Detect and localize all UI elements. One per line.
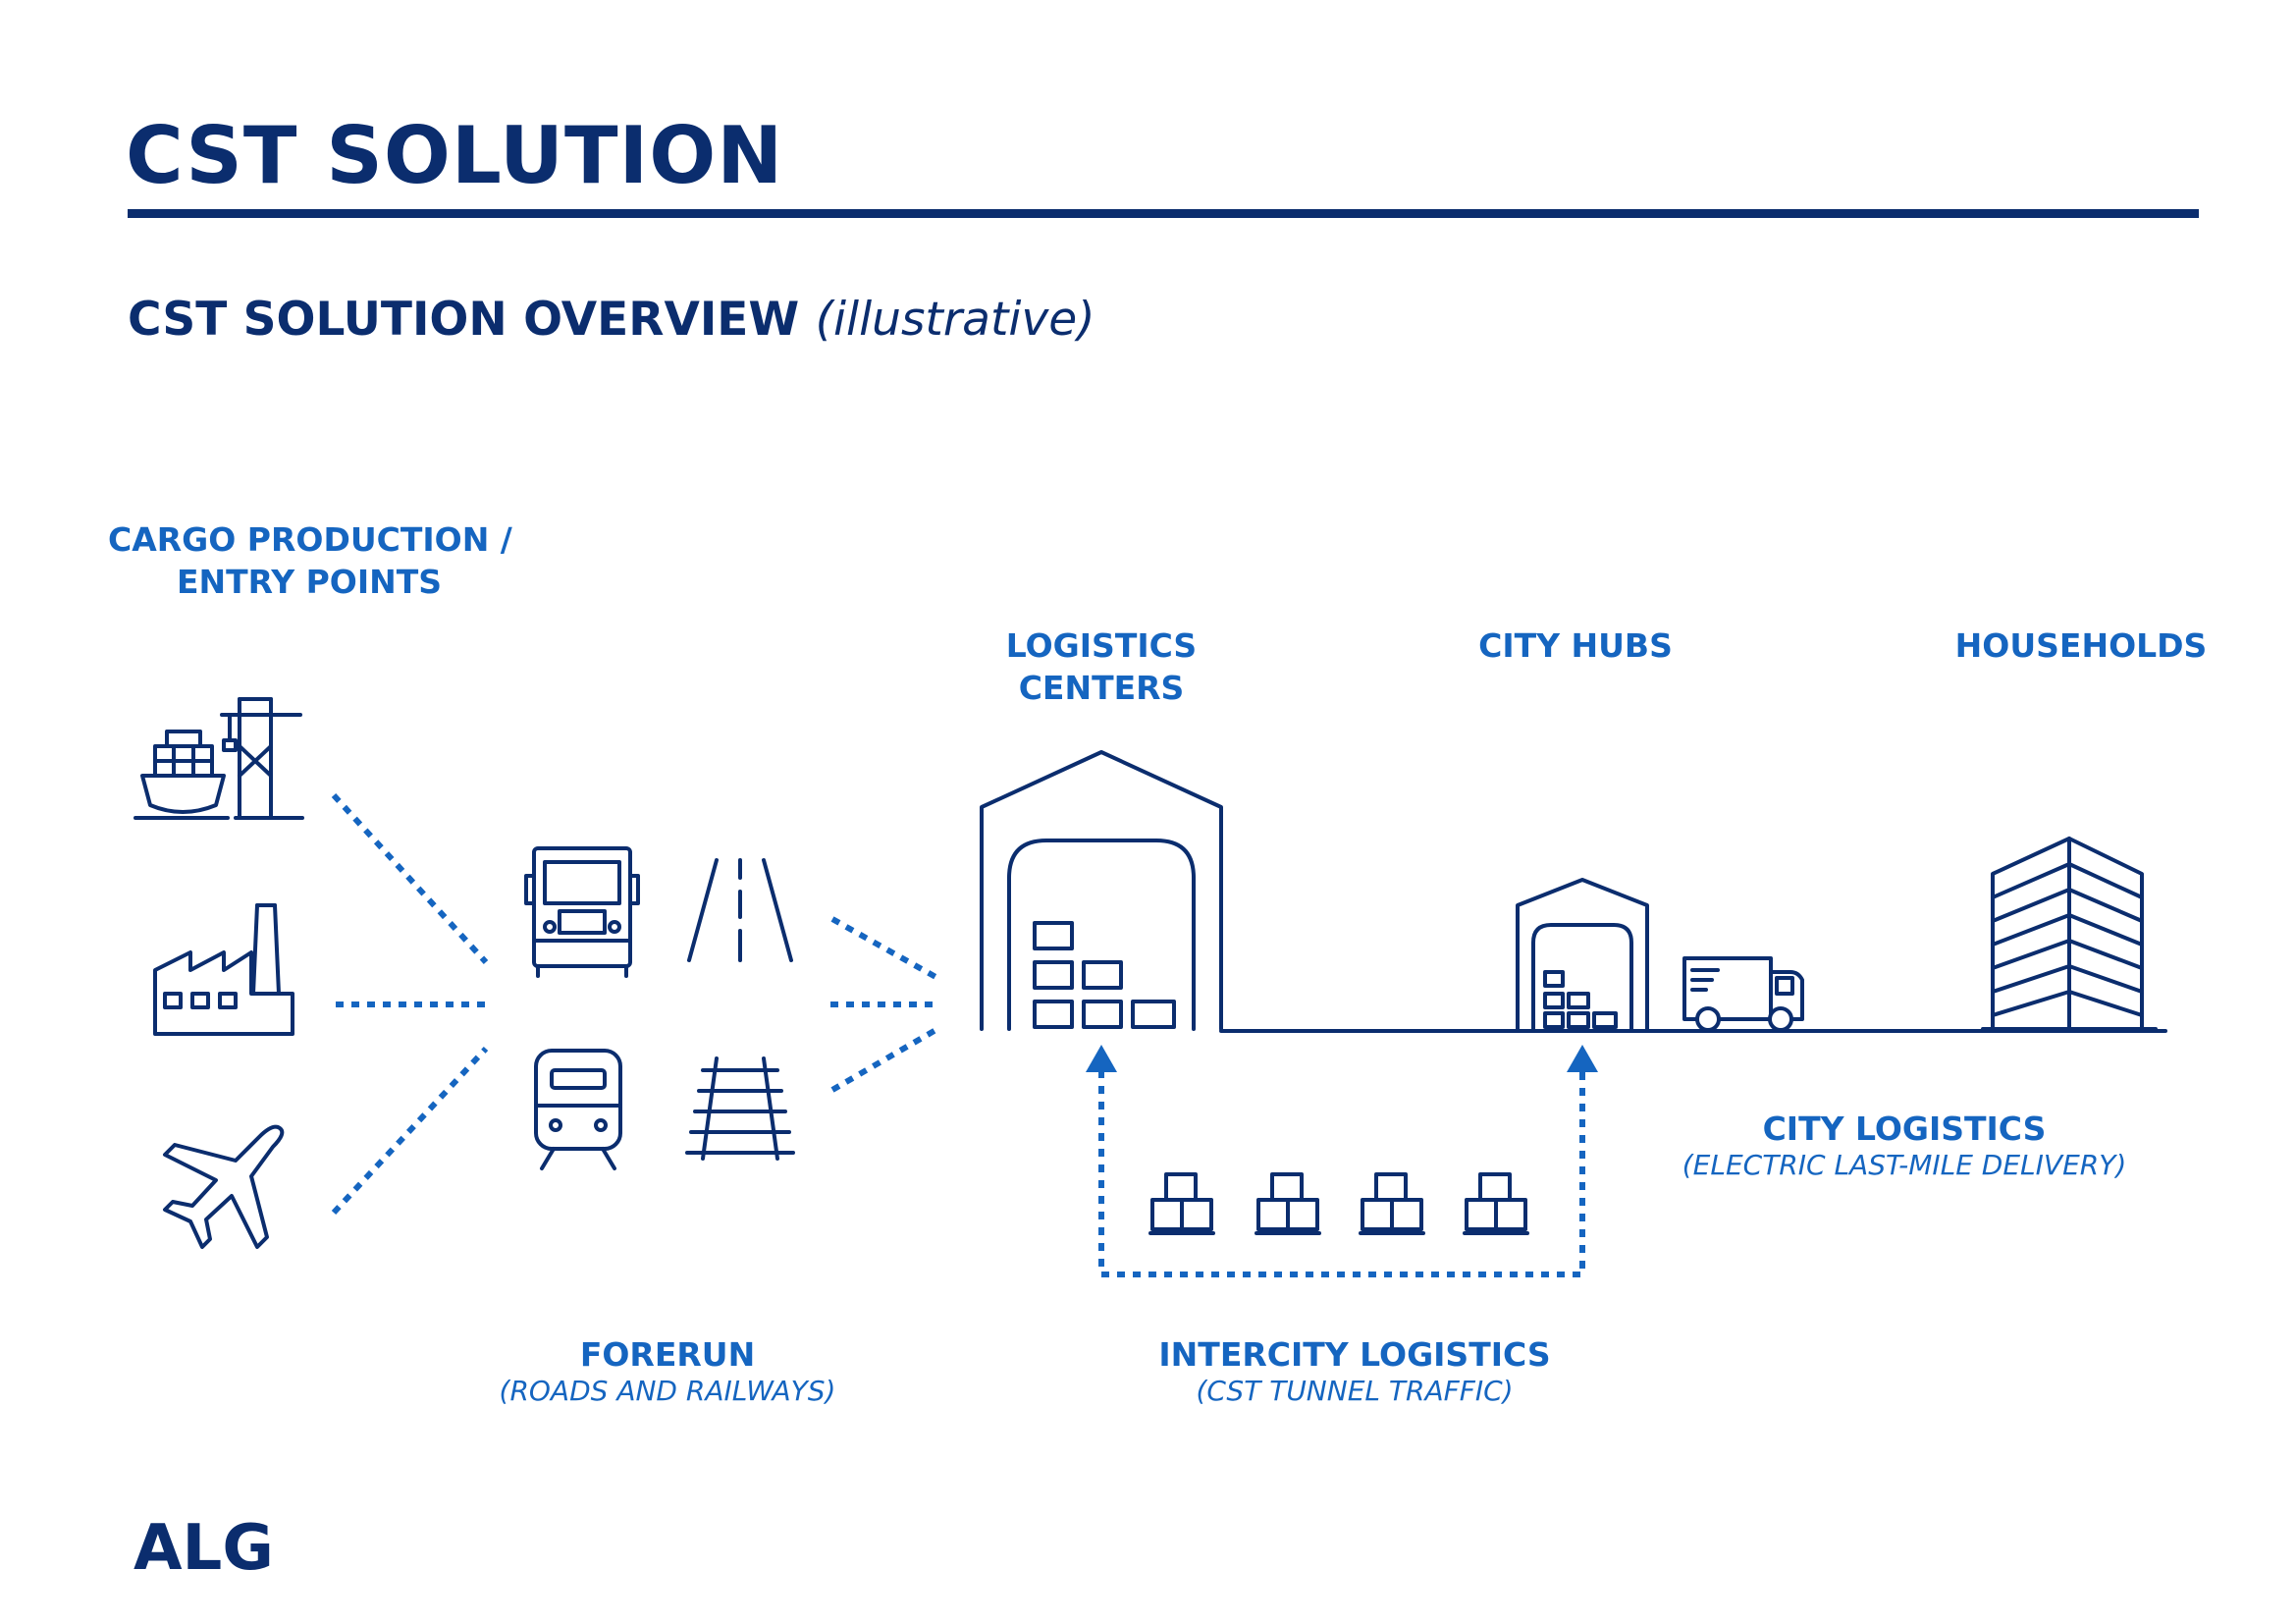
alg-logo: ALG	[133, 1512, 274, 1585]
crane-icon	[220, 697, 304, 820]
airplane-icon	[163, 1124, 285, 1249]
logistics-centers-line1: LOGISTICS	[1005, 626, 1198, 665]
arrow-up-icon	[1567, 1045, 1598, 1072]
delivery-van-icon	[1682, 956, 1804, 1032]
pallet-icon	[1255, 1172, 1321, 1235]
train-icon	[534, 1049, 622, 1170]
city-logistics-sub: (ELECTRIC LAST-MILE DELIVERY)	[1682, 1149, 2127, 1181]
connector-line	[830, 1026, 939, 1093]
pallet-icon	[1148, 1172, 1215, 1235]
truck-icon	[524, 846, 640, 978]
pallet-icon	[1463, 1172, 1529, 1235]
subtitle-note: (illustrative)	[815, 293, 1095, 347]
intercity-sub: (CST TUNNEL TRAFFIC)	[1196, 1375, 1514, 1407]
subtitle-text: CST SOLUTION OVERVIEW	[128, 293, 800, 347]
city-hubs-label: CITY HUBS	[1478, 626, 1673, 665]
arrow-up-icon	[1086, 1045, 1117, 1072]
section-title: CST SOLUTION OVERVIEW (illustrative)	[128, 293, 1095, 347]
entry-points-label: CARGO PRODUCTION / ENTRY POINTS	[108, 518, 512, 603]
logistics-centers-line2: CENTERS	[1018, 669, 1185, 707]
railway-icon	[685, 1056, 795, 1161]
entry-points-line1: CARGO PRODUCTION /	[108, 520, 512, 559]
pallet-icon	[1359, 1172, 1425, 1235]
road-icon	[687, 858, 793, 962]
intercity-label: INTERCITY LOGISTICS	[1158, 1335, 1551, 1374]
tunnel-route	[1098, 1070, 1585, 1277]
ship-icon	[133, 730, 230, 820]
city-hub-icon	[1516, 878, 1649, 1031]
warehouse-icon	[980, 750, 1223, 1031]
title-divider	[128, 209, 2199, 218]
building-icon	[1981, 837, 2158, 1031]
forerun-label: FORERUN	[579, 1335, 756, 1374]
connector-line	[331, 792, 489, 965]
connector-line	[830, 916, 939, 981]
connector-line	[331, 1046, 489, 1216]
page-title: CST SOLUTION	[126, 110, 784, 201]
entry-points-line2: ENTRY POINTS	[176, 563, 443, 601]
logistics-centers-label: LOGISTICS CENTERS	[982, 624, 1221, 709]
city-logistics-label: CITY LOGISTICS	[1762, 1110, 2047, 1148]
factory-icon	[153, 903, 294, 1036]
forerun-sub: (ROADS AND RAILWAYS)	[499, 1375, 836, 1407]
households-label: HOUSEHOLDS	[1954, 626, 2208, 665]
